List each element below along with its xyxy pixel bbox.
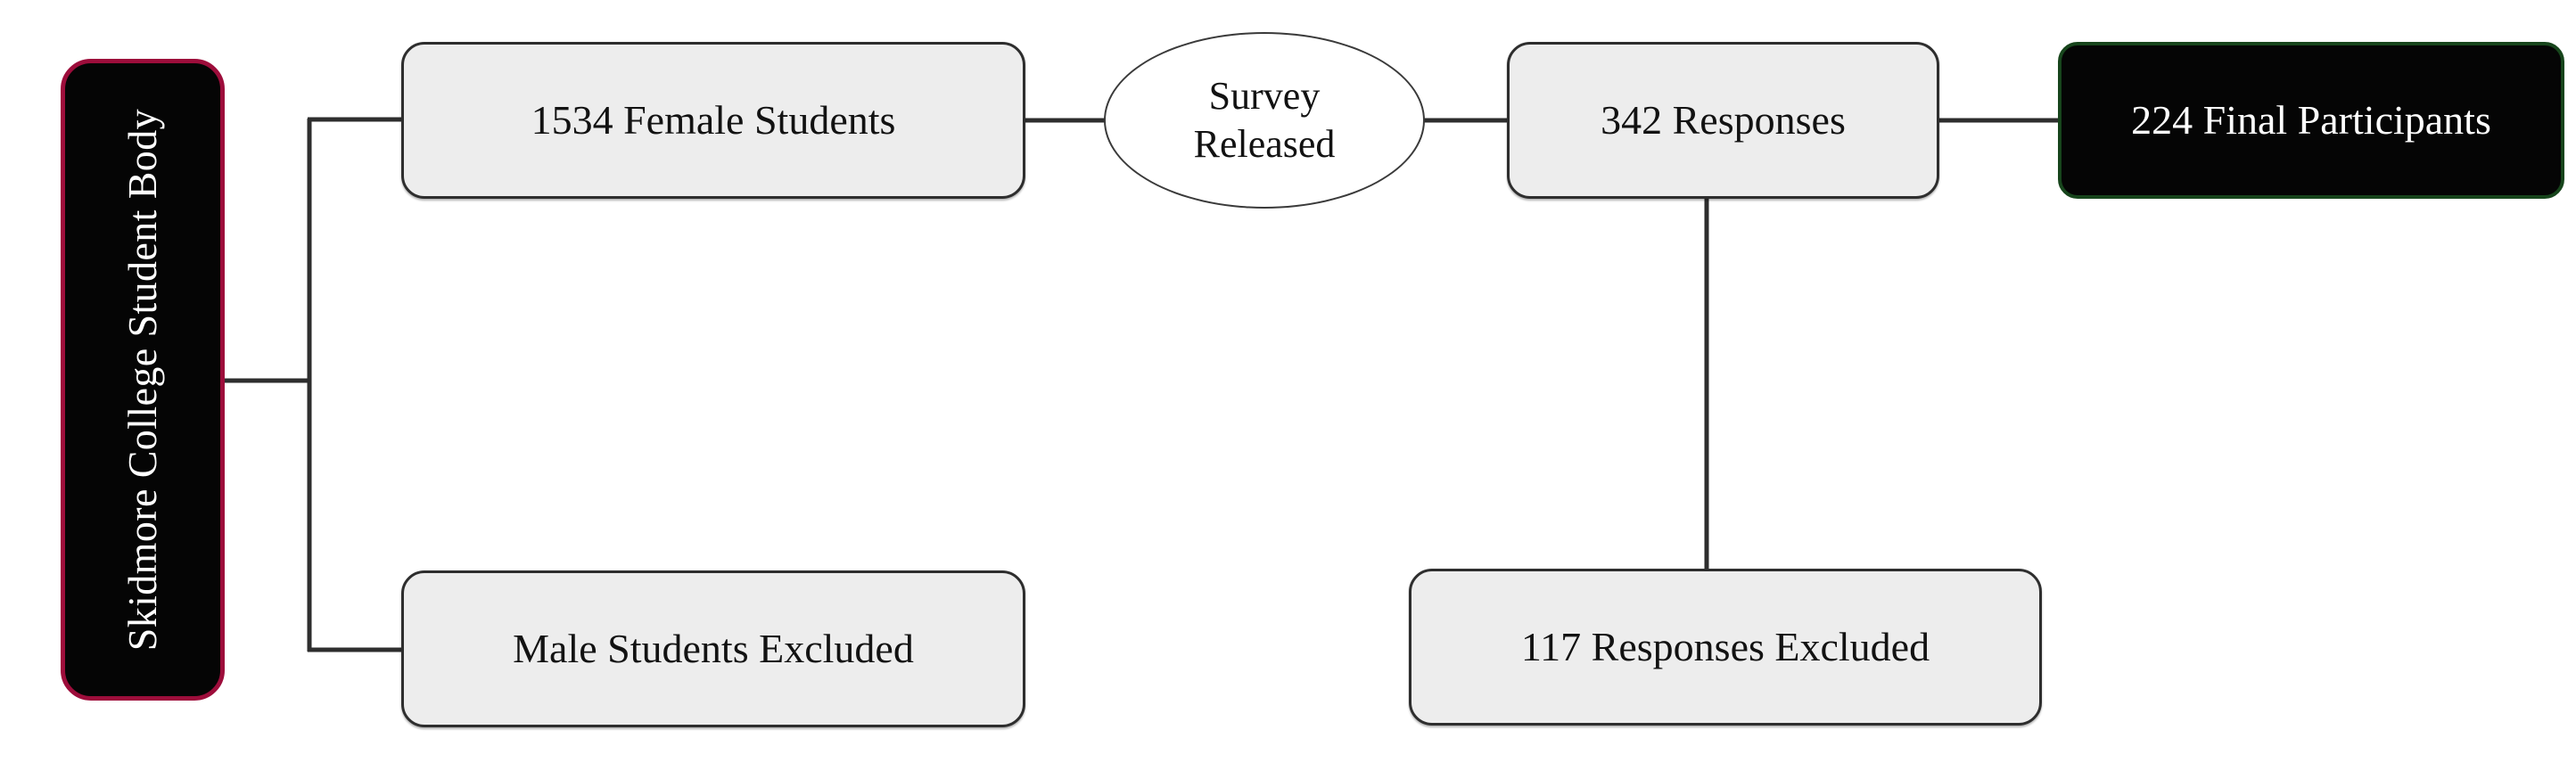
node-responses[interactable]: 342 Responses — [1507, 42, 1939, 199]
node-final-participants[interactable]: 224 Final Participants — [2058, 42, 2564, 199]
node-source-label: Skidmore College Student Body — [119, 108, 165, 652]
node-male-students-excluded-label: Male Students Excluded — [513, 625, 914, 671]
node-female-students[interactable]: 1534 Female Students — [401, 42, 1025, 199]
node-skidmore-college-student-body[interactable]: Skidmore College Student Body — [61, 59, 225, 701]
node-responses-label: 342 Responses — [1601, 96, 1846, 143]
node-responses-excluded[interactable]: 117 Responses Excluded — [1409, 569, 2042, 726]
node-responses-excluded-label: 117 Responses Excluded — [1520, 623, 1930, 669]
node-male-students-excluded[interactable]: Male Students Excluded — [401, 570, 1025, 727]
node-female-students-label: 1534 Female Students — [531, 96, 896, 143]
node-final-participants-label: 224 Final Participants — [2131, 96, 2491, 143]
node-survey-released-label: Survey Released — [1193, 74, 1336, 166]
node-survey-released[interactable]: Survey Released — [1104, 32, 1425, 209]
